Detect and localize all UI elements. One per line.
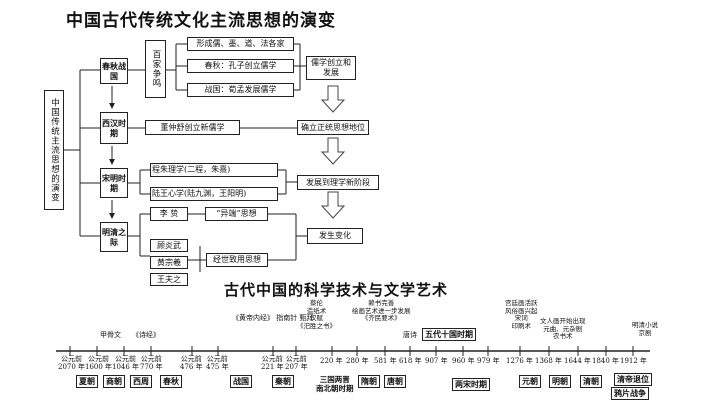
note-painting: 赖书完善 绘画艺术进一步发展 《齐民要术》 — [352, 299, 411, 322]
top-title: 中国古代传统文化主流思想的演变 — [66, 11, 336, 31]
dynasty-yuan: 元朝 — [519, 375, 541, 388]
branch-confucius: 春秋：孔子创立儒学 — [187, 59, 294, 73]
dynasty-song: 两宋时期 — [452, 378, 490, 391]
outcome-founded: 儒学创立和发展 — [306, 56, 356, 80]
dynasty-warring-states: 战国 — [230, 375, 252, 388]
note-song-arts: 宫廷画活跃 风俗画兴起 宋词 印刷术 — [505, 299, 538, 330]
note-paper: 蔡伦 造纸术 汉赋 《汜胜之书》 — [297, 299, 336, 330]
branch-dong-zhongshu: 董仲舒创立新儒学 — [145, 120, 240, 135]
date-label: 1912 年 — [620, 357, 648, 365]
note-oracle-bones: 甲骨文 — [100, 331, 121, 339]
dynasty-spring-autumn: 春秋 — [160, 375, 182, 388]
bottom-title: 古代中国的科学技术与文学艺术 — [224, 281, 449, 299]
outcome-change: 发生变化 — [307, 228, 363, 244]
date-label: 公元前 476 年 — [180, 355, 203, 371]
dynasty-qin: 秦朝 — [272, 375, 294, 388]
date-label: 公元前 475 年 — [206, 355, 229, 371]
date-label: 公元前 1600 年 — [85, 355, 113, 371]
branch-practical: 经世致用思想 — [206, 253, 268, 267]
period-ming-qing: 明清之际 — [100, 222, 128, 252]
date-label: 979 年 — [477, 357, 500, 365]
period-western-han: 西汉时期 — [100, 112, 128, 144]
date-label: 公元前 2070 年 — [58, 355, 86, 371]
note-five-dynasties: 五代十国时期 — [422, 328, 476, 341]
branch-wang-fuzhi: 王夫之 — [150, 273, 188, 286]
dynasty-tang: 唐朝 — [384, 375, 406, 388]
branch-li-zhi: 李 贽 — [150, 207, 188, 221]
branch-schools: 形成儒、墨、道、法各家 — [187, 37, 294, 51]
outcome-orthodox: 确立正统思想地位 — [297, 120, 369, 135]
dynasty-qing: 清朝 — [580, 375, 602, 388]
date-label: 1840 年 — [592, 357, 620, 365]
date-label: 220 年 — [320, 357, 343, 365]
note-tang-poetry: 唐诗 — [403, 331, 417, 339]
date-label: 907 年 — [425, 357, 448, 365]
dynasty-sui: 隋朝 — [358, 375, 380, 388]
note-han-classics: 《黄帝内经》 指南针 甄拜 — [232, 314, 314, 322]
date-label: 1644 年 — [564, 357, 592, 365]
root-node: 中国传统主流思想的演变 — [44, 90, 64, 210]
branch-lu-wang: 陆王心学(陆九渊，王阳明) — [150, 187, 278, 201]
dynasty-shang: 商朝 — [103, 375, 125, 388]
dynasty-three-kingdoms: 三国两晋 南北朝时期 — [316, 375, 354, 393]
branch-cheng-zhu: 程朱理学(二程，朱熹) — [150, 163, 278, 177]
hundred-schools-node: 百家争鸣 — [145, 40, 166, 98]
date-label: 280 年 — [346, 357, 369, 365]
branch-huang-zongxi: 黄宗羲 — [150, 256, 188, 269]
date-label: 公元前 207 年 — [285, 355, 308, 371]
branch-gu-yanwu: 顾炎武 — [150, 239, 188, 252]
date-label: 1276 年 — [506, 357, 534, 365]
note-book-of-songs: 《诗经》 — [132, 331, 160, 339]
dynasty-western-zhou: 西周 — [130, 375, 152, 388]
qing-abdication: 清帝退位 — [614, 373, 652, 386]
opium-war: 鸦片战争 — [611, 387, 649, 400]
branch-heresy: “异端”思想 — [205, 207, 268, 221]
dynasty-xia: 夏朝 — [76, 375, 98, 388]
period-song-ming: 宋明时期 — [100, 168, 128, 198]
note-yuan-arts: 文人画开始出现 元曲、元杂剧 农书术 — [540, 317, 586, 340]
date-label: 公元前 770 年 — [140, 355, 163, 371]
branch-mencius-xunzi: 战国：荀孟发展儒学 — [187, 83, 294, 97]
date-label: 618 年 — [399, 357, 422, 365]
date-label: 581 年 — [374, 357, 397, 365]
date-label: 960 年 — [452, 357, 475, 365]
date-label: 1368 年 — [535, 357, 563, 365]
date-label: 公元前 221 年 — [261, 355, 284, 371]
date-label: 公元前 1046 年 — [112, 355, 140, 371]
period-spring-autumn: 春秋战国 — [100, 58, 128, 84]
dynasty-ming: 明朝 — [549, 375, 571, 388]
note-ming-qing-novels: 明清小说 京剧 — [632, 321, 658, 337]
outcome-neo-confucian: 发展到理学新阶段 — [297, 175, 379, 190]
